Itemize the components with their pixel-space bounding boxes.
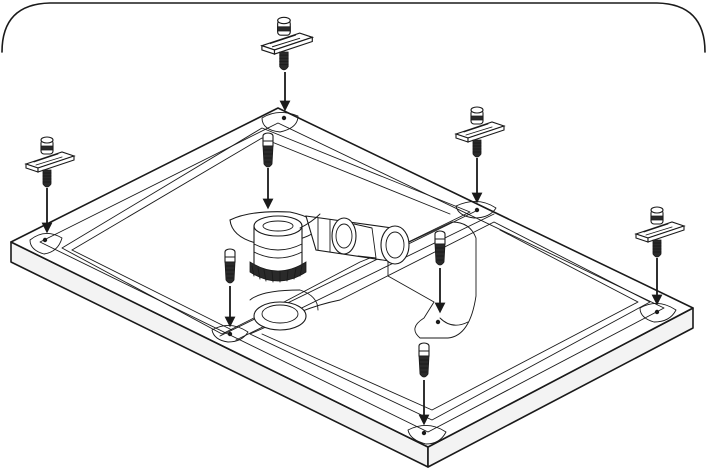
drain-opening xyxy=(253,301,307,331)
support-foot-top-center xyxy=(261,16,313,71)
support-foot-upper-right xyxy=(455,106,505,158)
basin-right-wall xyxy=(249,221,651,421)
plain-foot-drain xyxy=(262,132,274,168)
plain-foot-channel xyxy=(434,230,446,266)
drain-waste-fitting xyxy=(229,211,410,283)
support-foot-left xyxy=(25,136,75,188)
channel-pad xyxy=(387,221,477,339)
plain-foot-front xyxy=(418,342,430,378)
plain-foot-center xyxy=(224,248,236,284)
foot-holes xyxy=(42,115,660,436)
support-foot-right xyxy=(635,206,685,258)
insertion-arrows xyxy=(41,72,663,426)
tray-rim-edge xyxy=(39,122,665,433)
shower-tray xyxy=(10,107,694,468)
frame-border xyxy=(1,2,706,53)
